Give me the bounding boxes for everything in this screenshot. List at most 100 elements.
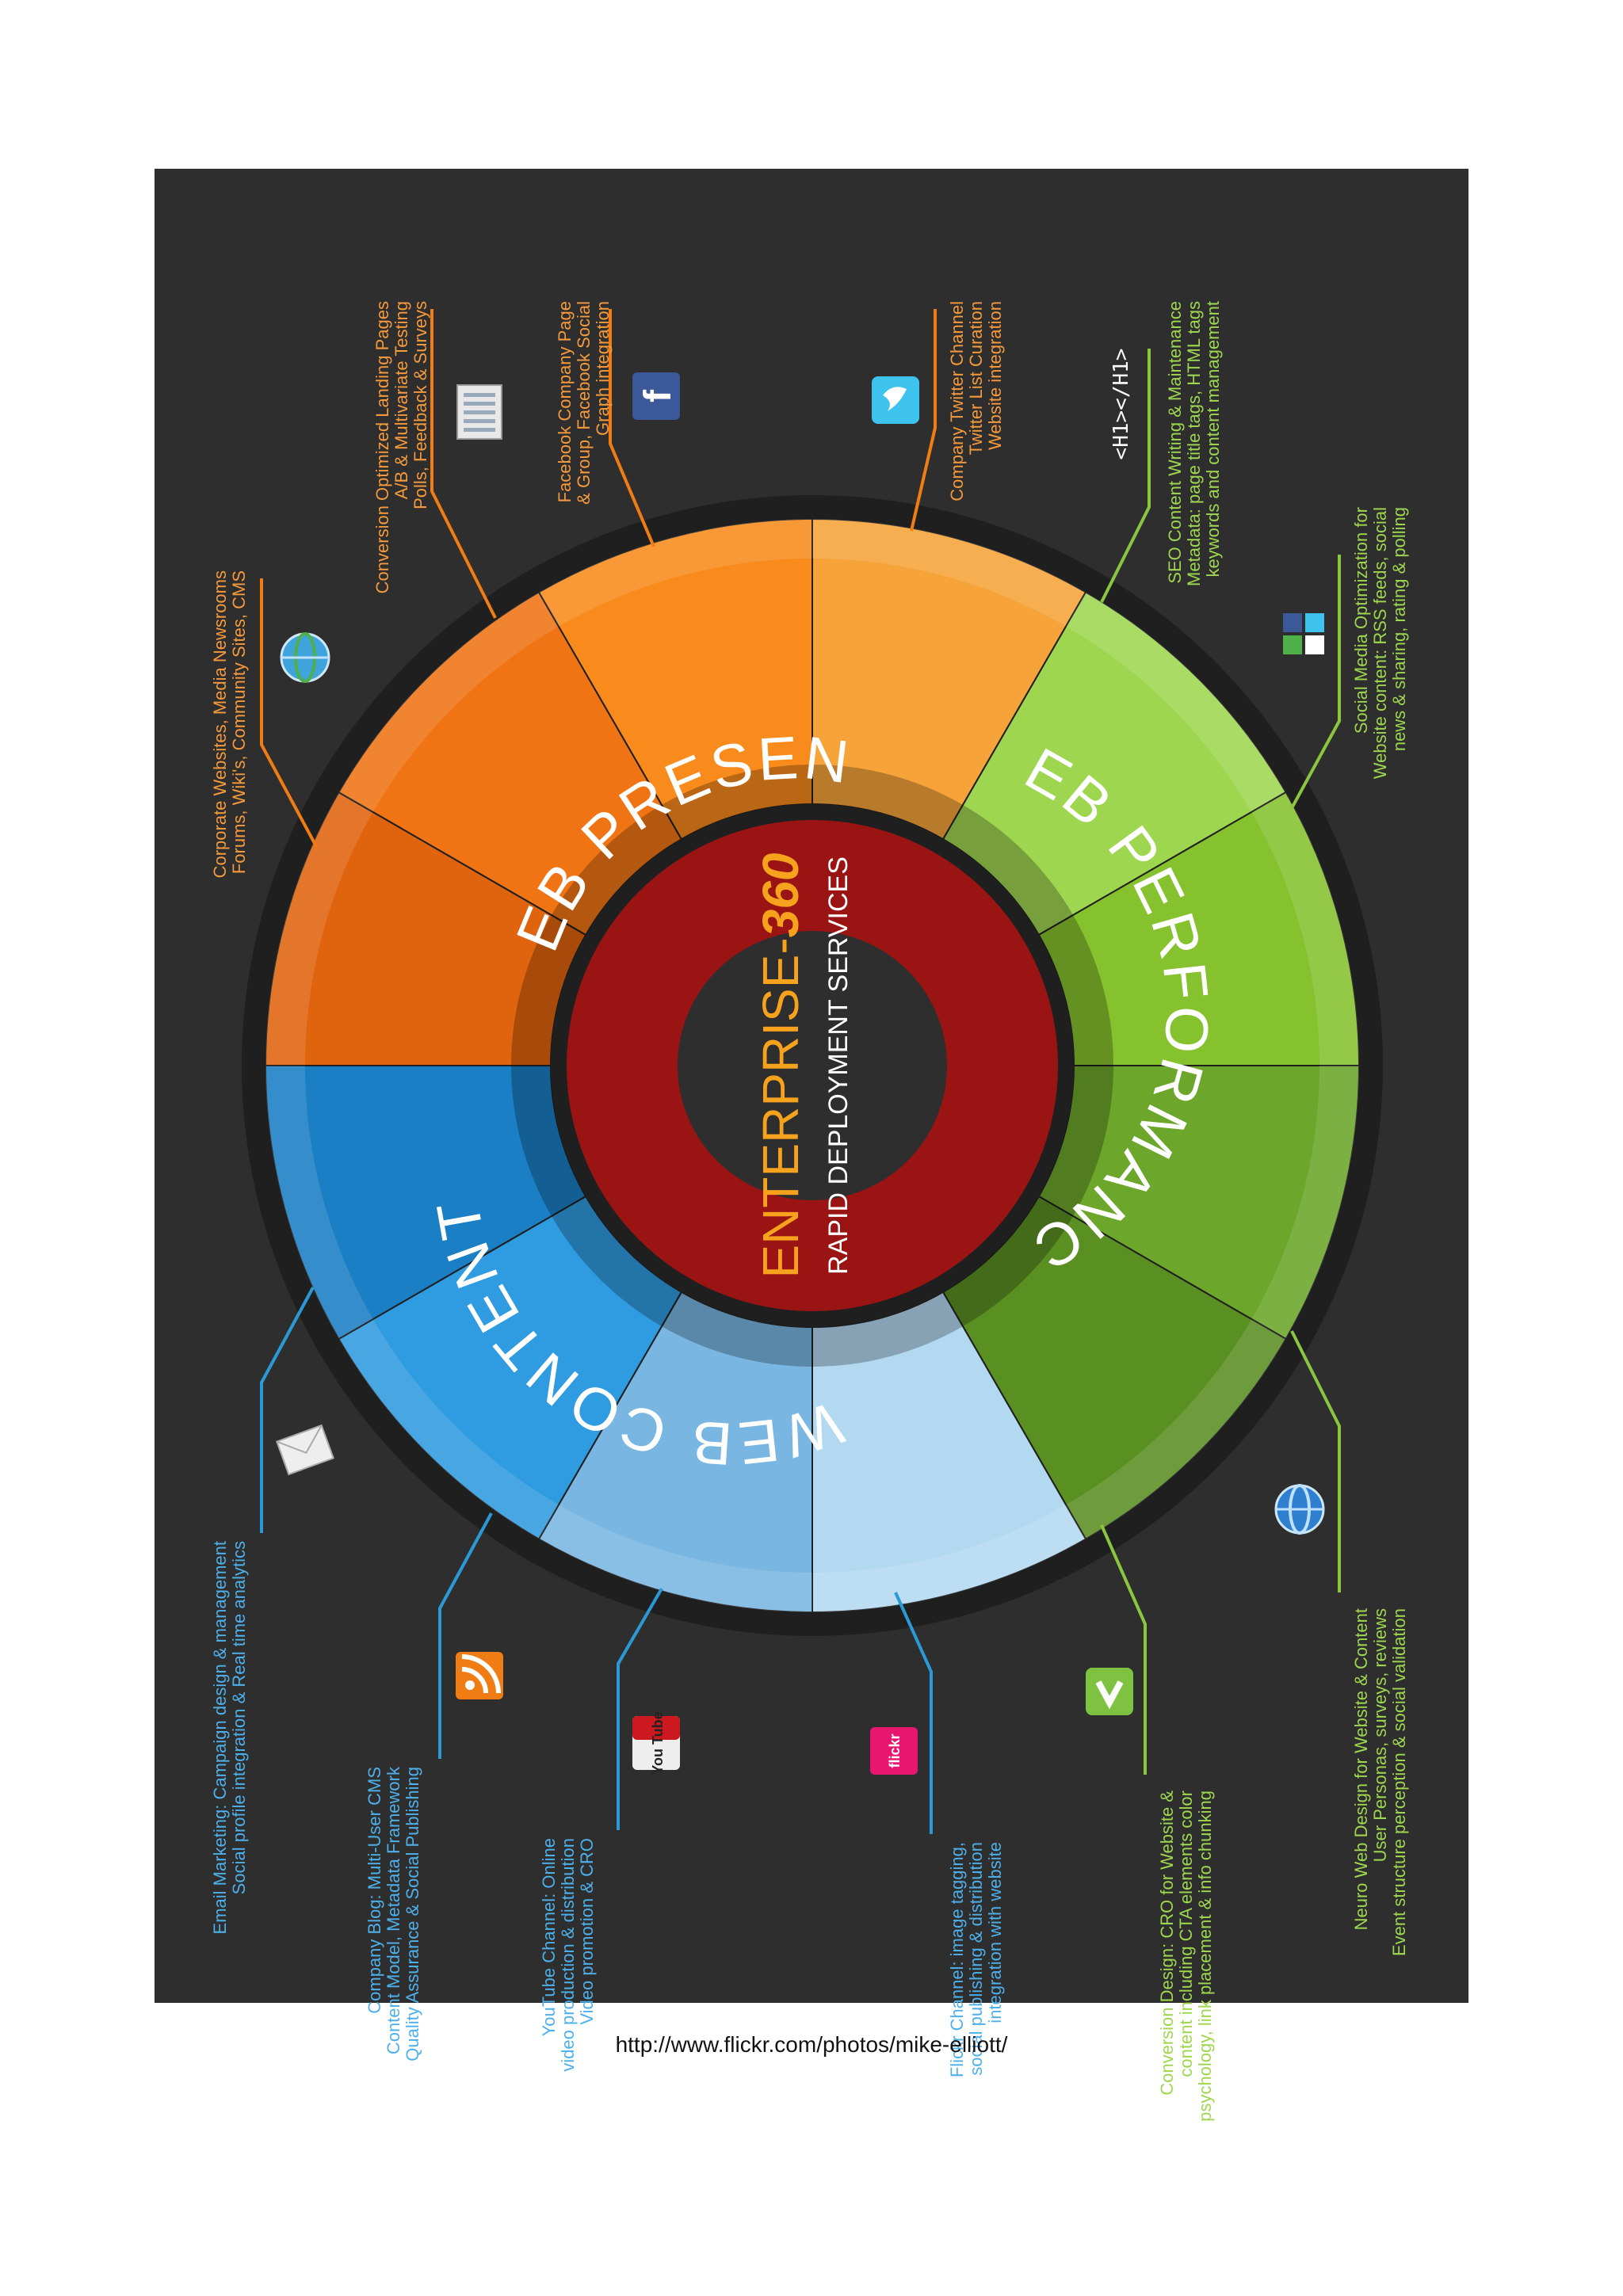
callout-text: Email Marketing: Campaign design & manag… (210, 1541, 249, 1934)
wheel-segment-rim (539, 1505, 812, 1612)
callout-content-1: Flickr Channel: image tagging,social pub… (870, 1592, 1005, 2077)
twitter-icon (872, 376, 919, 424)
callout-connector (260, 1287, 315, 1533)
callout-line: keywords and content management (1203, 301, 1223, 578)
wheel-segment-rim (812, 519, 1086, 627)
callout-content-4: Email Marketing: Campaign design & manag… (210, 1287, 334, 1934)
html-tag-text: <H1></H1> (1109, 349, 1133, 460)
callout-line: Forums, Wiki's, Community Sites, CMS (229, 570, 249, 874)
wheel-inner-shadow (943, 804, 1113, 1327)
callout-text: Conversion Design: CRO for Website &cont… (1157, 1791, 1215, 2122)
callout-line: news & sharing, rating & polling (1389, 507, 1409, 751)
callout-performance-4: Conversion Design: CRO for Website &cont… (1086, 1524, 1215, 2122)
callout-line: Corporate Websites, Media Newsrooms (210, 570, 230, 878)
callout-line: Metadata: page title tags, HTML tags (1184, 301, 1204, 586)
callout-line: Website content: RSS feeds, social (1370, 507, 1390, 779)
facebook-icon: f (632, 372, 680, 420)
callout-connector (1100, 1524, 1147, 1775)
wheel-inner-shadow (511, 764, 963, 1066)
wheel-segment-rim (1251, 1066, 1359, 1339)
callout-line: content including CTA elements color (1176, 1791, 1196, 2077)
callout-line: Twitter List Curation (966, 301, 986, 455)
youtube-text: You Tube (650, 1711, 666, 1774)
callout-presence-3: Facebook Company Page& Group, Facebook S… (555, 301, 680, 547)
callout-line: & Group, Facebook Social (574, 301, 594, 505)
callout-connector (617, 1587, 663, 1830)
globe-icon (280, 632, 330, 683)
callout-text: Flickr Channel: image tagging,social pub… (947, 1842, 1005, 2077)
callout-line: integration with website (985, 1842, 1005, 2023)
checkmark-icon (1086, 1668, 1133, 1715)
wheel-segment-rim (539, 519, 812, 627)
wheel-segment-rim (265, 1066, 373, 1339)
form-icon (456, 384, 502, 440)
brand-title: ENTERPRISE-360 (752, 852, 809, 1278)
callout-line: Polls, Feedback & Surveys (411, 301, 430, 509)
callout-line: Quality Assurance & Social Publishing (403, 1767, 422, 2061)
brand-text: ENTERPRISE-360 RAPID DEPLOYMENT SERVICES (752, 852, 854, 1278)
callout-connector (430, 309, 497, 619)
callout-line: Content Model, Metadata Framework (384, 1766, 403, 2054)
callout-line: Video promotion & CRO (577, 1838, 597, 2025)
flickr-icon: flickr (870, 1727, 918, 1775)
callout-line: social publishing & distribution (966, 1842, 986, 2076)
svg-text:f: f (637, 389, 679, 402)
social-icons-icon (1283, 613, 1324, 654)
callout-line: Website integration (985, 301, 1005, 450)
wheel-segment-rim (812, 1505, 1086, 1612)
callout-connector (910, 309, 937, 532)
callout-text: Facebook Company Page& Group, Facebook S… (555, 301, 613, 505)
callout-line: Graph integration (593, 301, 613, 436)
callout-line: Flickr Channel: image tagging, (947, 1842, 967, 2077)
callout-connector (609, 309, 655, 547)
envelope-icon (276, 1424, 334, 1476)
callout-line: Facebook Company Page (555, 301, 575, 502)
callout-line: Conversion Optimized Landing Pages (372, 301, 392, 593)
callout-line: YouTube Channel: Online (539, 1838, 559, 2036)
callout-line: Neuro Web Design for Website & Content (1351, 1608, 1371, 1930)
callout-line: A/B & Multivariate Testing (391, 301, 411, 499)
wheel-inner-shadow (511, 1066, 963, 1367)
enterprise-core: ENTERPRISE-360 RAPID DEPLOYMENT SERVICES (551, 804, 1074, 1327)
callout-line: video production & distribution (558, 1838, 578, 2072)
source-caption: http://www.flickr.com/photos/mike-elliot… (615, 2032, 1008, 2057)
rss-blog-icon (456, 1652, 503, 1699)
wheel-segment-rim (338, 592, 559, 812)
core-hole (678, 931, 947, 1200)
callout-line: Email Marketing: Campaign design & manag… (210, 1541, 230, 1934)
flickr-text: flickr (887, 1733, 903, 1768)
callout-line: Event structure perception & social vali… (1389, 1608, 1409, 1956)
html-tag-icon: <H1></H1> (1109, 349, 1133, 460)
wheel-segment-rim (265, 792, 373, 1066)
callout-connector (260, 578, 319, 849)
brand-subtitle: RAPID DEPLOYMENT SERVICES (823, 856, 854, 1275)
wheel-segment-rim (338, 1319, 559, 1539)
wheel-segment-rim (1251, 792, 1359, 1066)
callout-connector (1100, 349, 1151, 603)
wheel-segment-rim (1066, 592, 1286, 812)
callout-line: SEO Content Writing & Maintenance (1165, 301, 1185, 584)
callout-line: Social Media Optimization for (1351, 507, 1371, 734)
callout-connector (1290, 555, 1341, 809)
callout-line: Conversion Design: CRO for Website & (1157, 1791, 1177, 2096)
youtube-icon: You Tube (632, 1711, 680, 1775)
callout-connector (438, 1512, 493, 1759)
